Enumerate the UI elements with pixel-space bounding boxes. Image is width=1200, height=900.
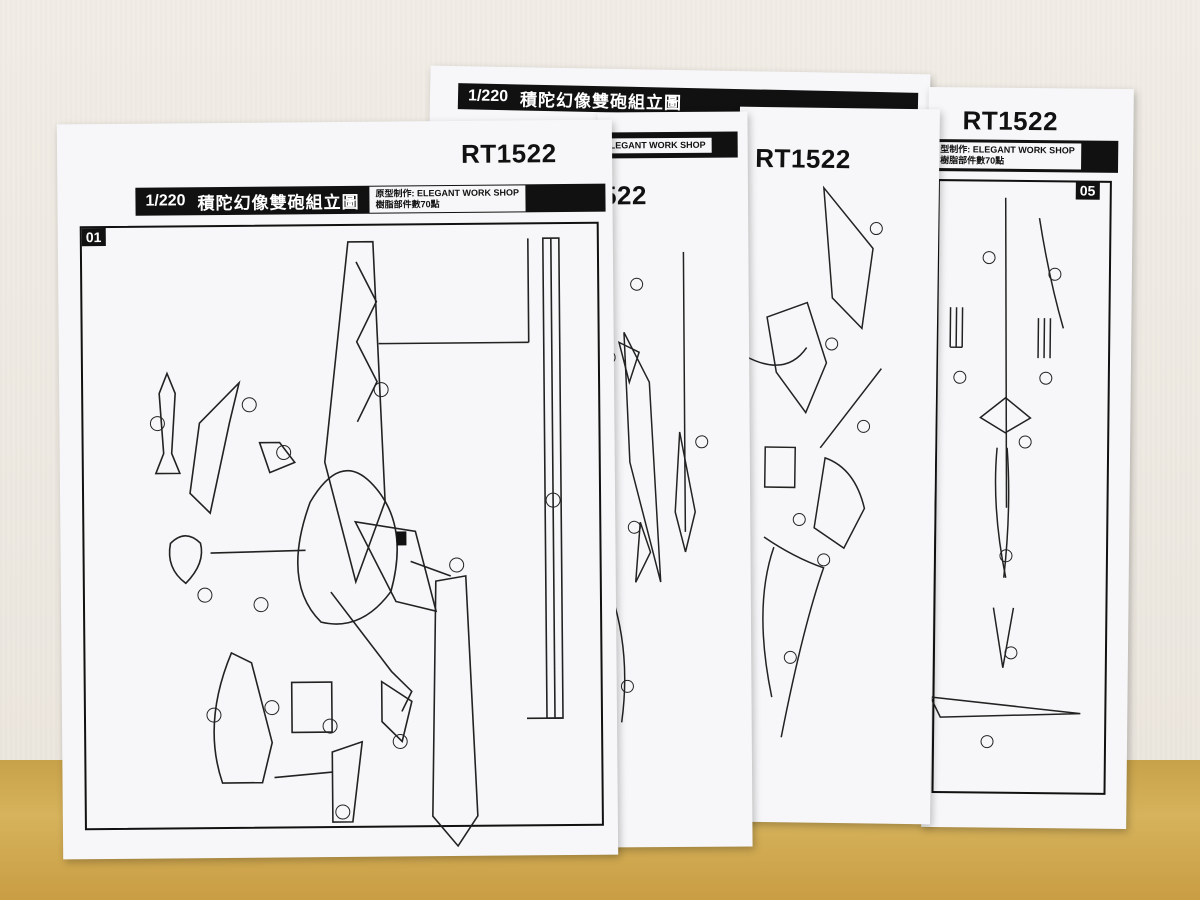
sheet3-diagram [746, 185, 883, 738]
back-scale-label: 1/220 [467, 87, 509, 106]
sheet-page-04: RT1522 [730, 106, 940, 825]
sheet1-diagram [149, 237, 564, 848]
sheet-page-05: RT1522 型制作: ELEGANT WORK SHOP 樹脂部件數70點 0… [921, 86, 1134, 830]
sheet-page-01: RT1522 1/220 積陀幻像雙砲組立圖 原型制作: ELEGANT WOR… [56, 119, 619, 860]
sheet2-diagram [602, 251, 709, 723]
sheet4-diagram [929, 197, 1081, 749]
sheet-page-02: ELEGANT WORK SHOP 522 [597, 111, 753, 848]
sheet1-part-marker [396, 531, 407, 546]
back-title-label: 積陀幻像雙砲組立圖 [519, 89, 683, 113]
